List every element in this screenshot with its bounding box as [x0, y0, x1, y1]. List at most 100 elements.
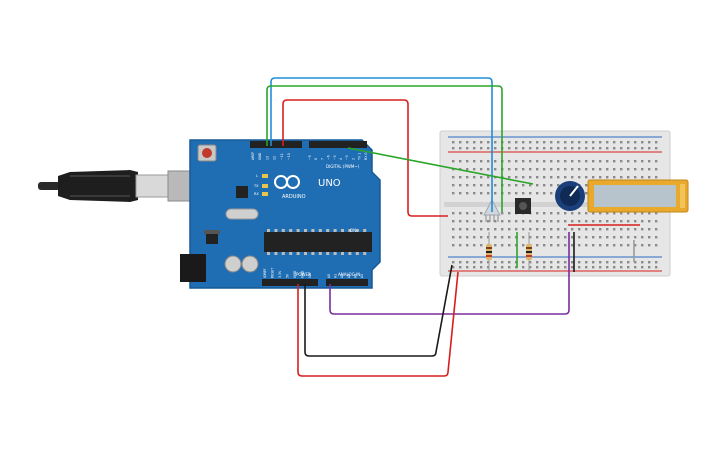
led-label-l: L	[256, 174, 258, 178]
breadboard-hole	[634, 176, 637, 179]
breadboard-hole	[487, 160, 490, 163]
breadboard-hole	[452, 266, 455, 269]
blue-wire[interactable]	[270, 77, 493, 212]
breadboard-hole	[648, 220, 651, 223]
breadboard-hole	[634, 261, 637, 264]
green-wire-diagonal[interactable]	[347, 147, 534, 185]
breadboard-hole	[480, 168, 483, 171]
breadboard-hole	[613, 261, 616, 264]
breadboard-hole	[599, 236, 602, 239]
arduino-brand: ARDUINO	[282, 194, 306, 200]
breadboard-hole	[564, 220, 567, 223]
red-wire-bottom[interactable]	[297, 271, 459, 377]
breadboard-hole	[536, 141, 539, 144]
breadboard-hole	[529, 266, 532, 269]
breadboard-hole	[501, 266, 504, 269]
breadboard-hole	[550, 141, 553, 144]
breadboard-hole	[557, 236, 560, 239]
breadboard-hole	[557, 261, 560, 264]
breadboard-hole	[515, 184, 518, 187]
black-wire[interactable]	[304, 264, 453, 357]
breadboard-hole	[459, 141, 462, 144]
breadboard-hole	[627, 168, 630, 171]
chip-leg	[318, 229, 322, 232]
breadboard-hole	[620, 147, 623, 150]
chip-leg	[311, 229, 315, 232]
breadboard-hole	[550, 228, 553, 231]
breadboard-hole	[550, 168, 553, 171]
analog-pin-label: A3	[347, 274, 351, 278]
breadboard-hole	[564, 228, 567, 231]
green-wire-top[interactable]	[266, 85, 503, 212]
chip-leg	[318, 252, 322, 255]
breadboard-hole	[627, 160, 630, 163]
breadboard-hole	[494, 244, 497, 247]
breadboard-hole	[501, 236, 504, 239]
breadboard-hole	[627, 228, 630, 231]
breadboard-hole	[634, 141, 637, 144]
breadboard-hole	[522, 266, 525, 269]
breadboard-hole	[599, 147, 602, 150]
digital-pin-label: 7	[320, 158, 324, 160]
breadboard-hole	[592, 176, 595, 179]
breadboard-hole	[473, 244, 476, 247]
breadboard-hole	[550, 160, 553, 163]
breadboard-hole	[543, 236, 546, 239]
breadboard-hole	[543, 220, 546, 223]
wires	[266, 77, 640, 377]
breadboard-hole	[494, 147, 497, 150]
breadboard-hole	[641, 212, 644, 215]
breadboard-hole	[606, 244, 609, 247]
breadboard-hole	[634, 266, 637, 269]
breadboard-hole	[655, 266, 658, 269]
digital-pin-label: ~6	[327, 155, 331, 160]
breadboard-hole	[550, 266, 553, 269]
breadboard-hole	[543, 147, 546, 150]
breadboard-hole	[543, 176, 546, 179]
analog-pin-label: A2	[340, 274, 344, 278]
breadboard-hole	[480, 176, 483, 179]
breadboard-hole	[466, 160, 469, 163]
breadboard-hole	[452, 228, 455, 231]
breadboard-hole	[459, 147, 462, 150]
breadboard-hole	[627, 220, 630, 223]
breadboard-hole	[543, 244, 546, 247]
breadboard-hole	[599, 220, 602, 223]
breadboard-hole	[634, 236, 637, 239]
breadboard-hole	[543, 228, 546, 231]
breadboard-hole	[578, 244, 581, 247]
breadboard-hole	[641, 147, 644, 150]
breadboard-hole	[480, 220, 483, 223]
chip-leg	[326, 252, 330, 255]
breadboard-hole	[599, 176, 602, 179]
breadboard-hole	[585, 244, 588, 247]
breadboard-hole	[452, 236, 455, 239]
breadboard-hole	[508, 160, 511, 163]
breadboard-hole	[592, 244, 595, 247]
breadboard-hole	[466, 184, 469, 187]
breadboard-hole	[487, 266, 490, 269]
breadboard-hole	[599, 212, 602, 215]
breadboard-hole	[459, 176, 462, 179]
purple-wire[interactable]	[329, 232, 570, 315]
red-wire-top[interactable]	[282, 99, 448, 217]
breadboard-hole	[543, 141, 546, 144]
breadboard-hole	[522, 160, 525, 163]
breadboard-hole	[473, 212, 476, 215]
breadboard-hole	[459, 212, 462, 215]
breadboard-hole	[494, 220, 497, 223]
breadboard-hole	[494, 184, 497, 187]
breadboard-hole	[571, 141, 574, 144]
breadboard-hole	[620, 236, 623, 239]
breadboard-hole	[536, 244, 539, 247]
breadboard-hole	[641, 266, 644, 269]
breadboard-hole	[466, 147, 469, 150]
breadboard-hole	[620, 141, 623, 144]
breadboard-hole	[466, 176, 469, 179]
breadboard-hole	[515, 147, 518, 150]
breadboard-hole	[620, 220, 623, 223]
breadboard-hole	[529, 192, 532, 195]
breadboard-hole	[578, 168, 581, 171]
breadboard-hole	[606, 266, 609, 269]
